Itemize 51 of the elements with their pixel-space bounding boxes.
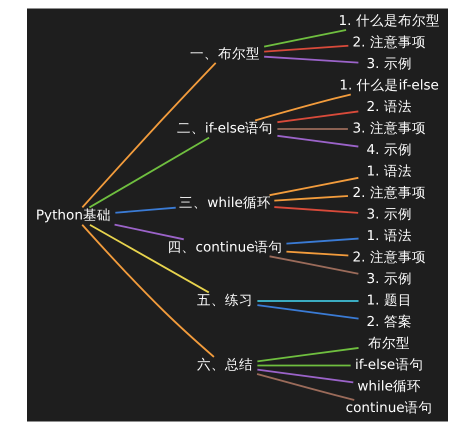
connector <box>268 255 358 275</box>
node-text: 2. 注意事项 <box>352 250 426 266</box>
connector <box>286 238 358 245</box>
node-text: 1. 题目 <box>366 292 412 309</box>
connector <box>274 206 358 214</box>
node-text: 五、练习 <box>196 292 253 309</box>
node-text: Python基础 <box>35 208 110 224</box>
connector <box>286 250 348 256</box>
node-text: 一、布尔型 <box>190 46 260 62</box>
node-text: 3. 示例 <box>366 206 412 223</box>
node-text: continue语句 <box>345 400 432 416</box>
connector <box>276 110 358 124</box>
connector <box>256 364 350 366</box>
connector <box>89 224 209 294</box>
node-text: 3. 注意事项 <box>352 120 426 136</box>
connector <box>256 304 358 320</box>
node-text: 3. 示例 <box>366 271 412 288</box>
node-text: 2. 注意事项 <box>352 34 426 50</box>
connector <box>114 206 176 214</box>
connector <box>256 368 353 384</box>
connector <box>254 94 350 122</box>
connector <box>264 44 348 53</box>
connector <box>263 29 346 48</box>
node-text: 四、continue语句 <box>167 239 282 256</box>
connector <box>256 347 358 362</box>
connector <box>276 134 358 148</box>
node-text: 三、while循环 <box>178 195 270 212</box>
connector <box>256 373 354 401</box>
connector <box>114 224 184 240</box>
node-text: if-else语句 <box>354 357 423 374</box>
node-text: 1. 什么是if-else <box>338 77 438 94</box>
node-text: 1. 语法 <box>366 164 412 180</box>
node-text: 1. 什么是布尔型 <box>338 12 440 29</box>
connector <box>268 176 358 196</box>
node-text: 2. 注意事项 <box>352 185 426 202</box>
node-text: 4. 示例 <box>366 142 412 158</box>
node-text: 2. 答案 <box>366 314 412 330</box>
node-text: 2. 语法 <box>366 98 412 115</box>
connector <box>264 56 358 64</box>
node-text: 二、if-else语句 <box>176 120 273 136</box>
connector <box>256 300 358 302</box>
node-text: 3. 示例 <box>366 56 412 72</box>
connector <box>88 136 210 208</box>
connector <box>276 128 348 130</box>
connector <box>274 195 348 202</box>
node-text: 六、总结 <box>196 357 253 374</box>
connector <box>81 224 214 358</box>
node-text: 布尔型 <box>368 336 410 352</box>
connector <box>81 62 216 208</box>
node-text: 1. 语法 <box>366 228 412 244</box>
node-text: while循环 <box>356 378 420 395</box>
